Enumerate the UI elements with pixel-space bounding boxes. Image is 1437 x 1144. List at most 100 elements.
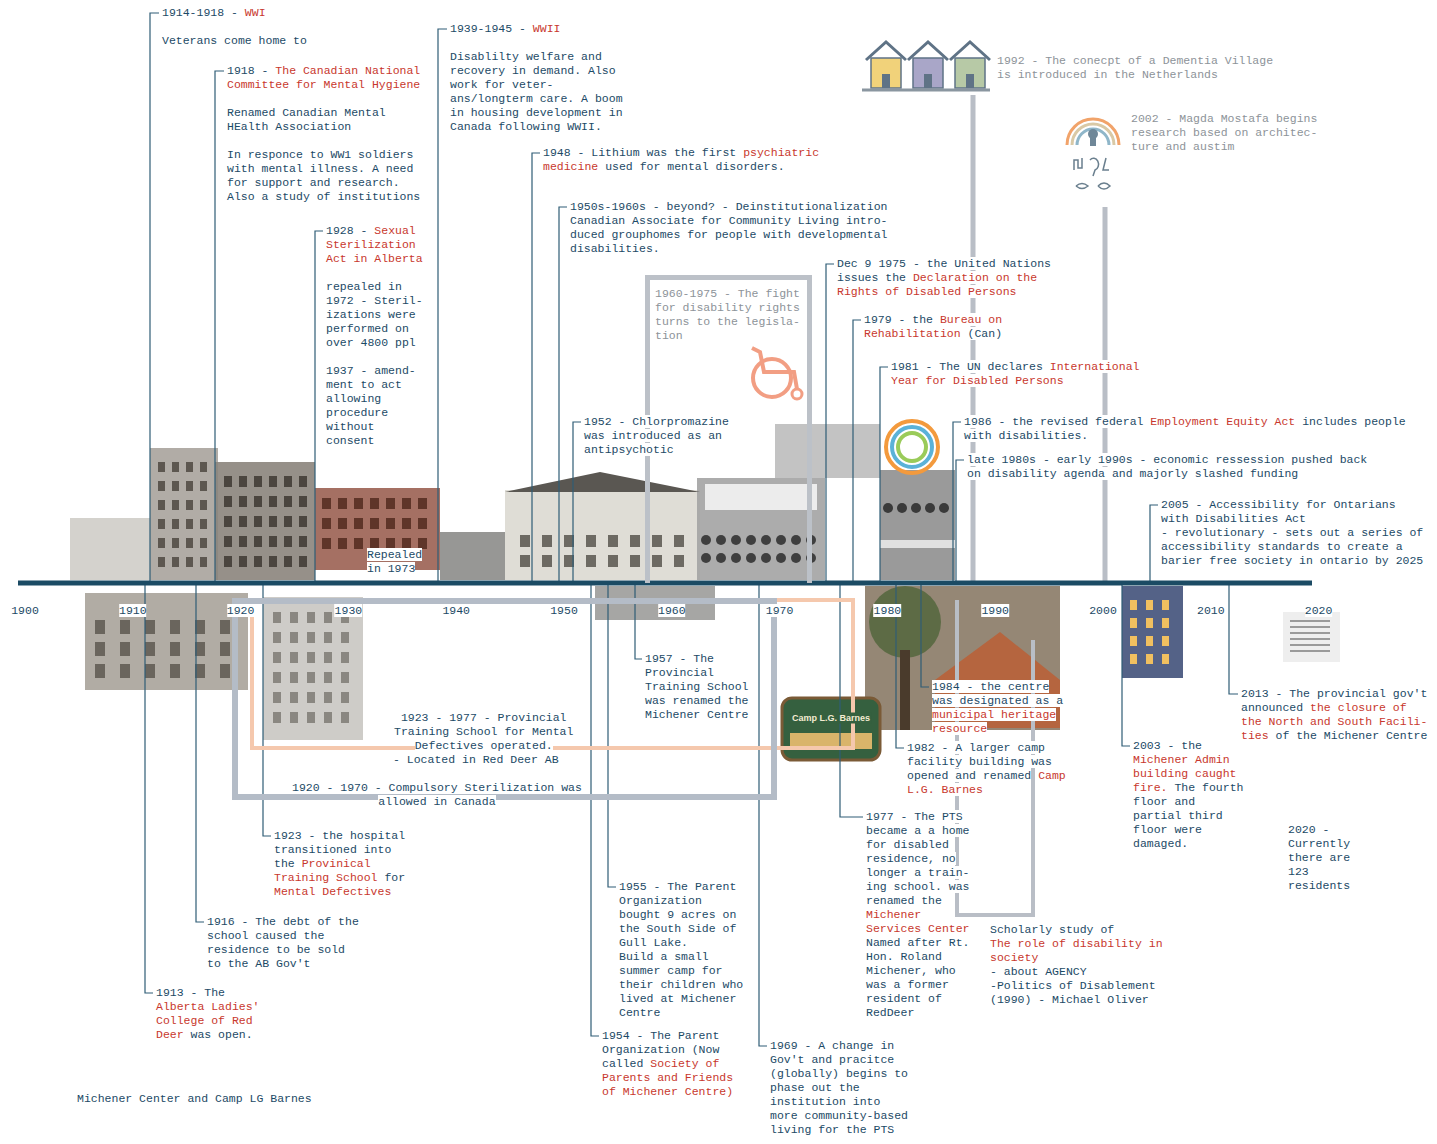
photo-detail	[158, 557, 165, 567]
note-paragraph: repealed in 1972 - Steril- izations were…	[326, 280, 425, 350]
photo-detail	[254, 476, 262, 487]
year-label: 1950	[550, 604, 578, 617]
note-paragraph: 1984 - the centre was designated as a mu…	[932, 680, 1065, 736]
bracket-caption: 1960-1975 - The fight for disability rig…	[655, 287, 802, 343]
timeline-note: 1969 - A change in Gov't and pracitce (g…	[770, 1039, 910, 1137]
note-paragraph: Named after Rt. Hon. Roland Michener, wh…	[866, 936, 972, 1020]
photo-detail	[254, 556, 262, 567]
house-body	[913, 58, 943, 88]
timeline-note: 1981 - The UN declares International Yea…	[891, 360, 1141, 388]
note-paragraph: Repealed in 1973	[367, 548, 431, 576]
year-tick: 2020	[1305, 604, 1333, 618]
photo-detail	[200, 462, 207, 472]
leader-line	[635, 583, 642, 659]
note-paragraph: 1979 - the Bureau on Rehabilitation (Can…	[864, 313, 1004, 341]
photo-detail	[341, 652, 349, 663]
house-roof	[950, 42, 990, 60]
photo-detail	[269, 476, 277, 487]
photo-detail	[200, 500, 207, 510]
timeline-note: 1977 - The PTS became a a home for disab…	[866, 810, 972, 1020]
note-paragraph: 1950s-1960s - beyond? - Deinstitutionali…	[570, 200, 896, 256]
timeline-note: 1939-1945 - WWIIDisablilty welfare and r…	[450, 22, 625, 134]
photo-detail	[224, 556, 232, 567]
photo-detail	[269, 536, 277, 547]
photo-detail	[239, 556, 247, 567]
note-paragraph: 2005 - Accessibility for Ontarians with …	[1161, 498, 1425, 526]
photo-detail	[925, 503, 935, 513]
note-text: of the Michener Centre	[1276, 729, 1428, 742]
photo-detail	[746, 553, 756, 563]
note-text: 1969 - A change in Gov't and pracitce (g…	[770, 1039, 908, 1136]
note-text: 1977 - The PTS became a a home for disab…	[866, 810, 970, 907]
year-label: 2020	[1305, 604, 1333, 617]
note-text: 2003 - the	[1133, 739, 1202, 752]
timeline-note: 1916 - The debt of the school caused the…	[207, 915, 361, 971]
chair-frame	[752, 348, 797, 389]
caption-line: 1960-1975 - The fight for disability rig…	[655, 287, 802, 343]
photo-detail	[273, 692, 281, 703]
timeline-note: 1982 - A larger camp facility building w…	[907, 741, 1068, 797]
photo-detail	[239, 476, 247, 487]
note-text: 1992 - The conecpt of a Dementia Village…	[997, 54, 1273, 81]
photo-detail	[897, 503, 907, 513]
photo-detail	[186, 462, 193, 472]
leader-line	[1229, 583, 1238, 694]
highlight-text: municipal heritage resource	[932, 708, 1056, 735]
year-tick: 2010	[1197, 604, 1225, 618]
note-paragraph: 1955 - The Parent Organization bought 9 …	[619, 880, 745, 950]
photo-detail	[731, 535, 741, 545]
photo-detail	[418, 518, 427, 529]
caption-line: 1920 - 1970 - Compulsory Sterilization w…	[291, 781, 583, 809]
photo-detail	[299, 556, 307, 567]
keyhole	[1090, 136, 1096, 146]
year-label: 2010	[1197, 604, 1225, 617]
note-text: - revolutionary - sets out a series of a…	[1161, 526, 1423, 567]
year-label: 1900	[11, 604, 39, 617]
photo-detail	[284, 476, 292, 487]
photo-detail	[402, 498, 411, 509]
note-text: 1957 - The Provincial Training School wa…	[645, 652, 749, 721]
sense-glyph	[1098, 183, 1110, 189]
timeline-note: 1923 - the hospital transitioned into th…	[274, 829, 407, 899]
diagram-title: Michener Center and Camp LG Barnes	[77, 1092, 312, 1106]
year-tick: 1900	[11, 604, 39, 618]
photo-detail	[299, 476, 307, 487]
timeline-note: Scholarly study ofThe role of disability…	[990, 923, 1171, 1007]
note-paragraph: Dec 9 1975 - the United Nations issues t…	[837, 257, 1053, 299]
leader-line	[196, 583, 204, 922]
archival-photo	[263, 597, 363, 740]
photo-detail	[170, 642, 180, 656]
note-paragraph: 1982 - A larger camp facility building w…	[907, 741, 1068, 797]
photo-detail	[341, 692, 349, 703]
photo-detail	[307, 672, 315, 683]
photo-detail	[284, 536, 292, 547]
note-text: - about AGENCY	[990, 965, 1087, 978]
photo-detail	[520, 555, 530, 567]
senses-icon	[1067, 119, 1119, 189]
photo-detail	[239, 516, 247, 527]
photo-detail	[95, 664, 105, 678]
wheel	[753, 359, 791, 397]
photo-detail	[883, 503, 893, 513]
timeline-note: 1914-1918 - WWIVeterans come home to	[162, 6, 309, 48]
archival-photo	[215, 462, 315, 580]
note-paragraph: 1918 - The Canadian National Committee f…	[227, 64, 422, 92]
timeline-note: 1952 - Chlorpromazine was introduced as …	[584, 415, 731, 457]
photo-detail	[269, 496, 277, 507]
note-text: late 1980s - early 1990s - economic ress…	[967, 453, 1367, 480]
timeline-note: 1913 - The Alberta Ladies' College of Re…	[156, 986, 262, 1042]
note-text: 1918 -	[227, 64, 268, 77]
archival-photo	[85, 593, 248, 690]
note-text: Veterans come home to	[162, 34, 307, 47]
note-text: 2005 - Accessibility for Ontarians with …	[1161, 498, 1396, 525]
note-paragraph: 1957 - The Provincial Training School wa…	[645, 652, 751, 722]
photo-detail	[186, 500, 193, 510]
photo-detail	[716, 535, 726, 545]
timeline-note: 1957 - The Provincial Training School wa…	[645, 652, 751, 722]
photo-detail	[172, 538, 179, 548]
note-text: Build a small summer camp for their chil…	[619, 950, 743, 1019]
photo-detail	[284, 496, 292, 507]
year-label: 1960	[658, 604, 686, 617]
photo-detail	[200, 481, 207, 491]
photo-detail	[200, 557, 207, 567]
